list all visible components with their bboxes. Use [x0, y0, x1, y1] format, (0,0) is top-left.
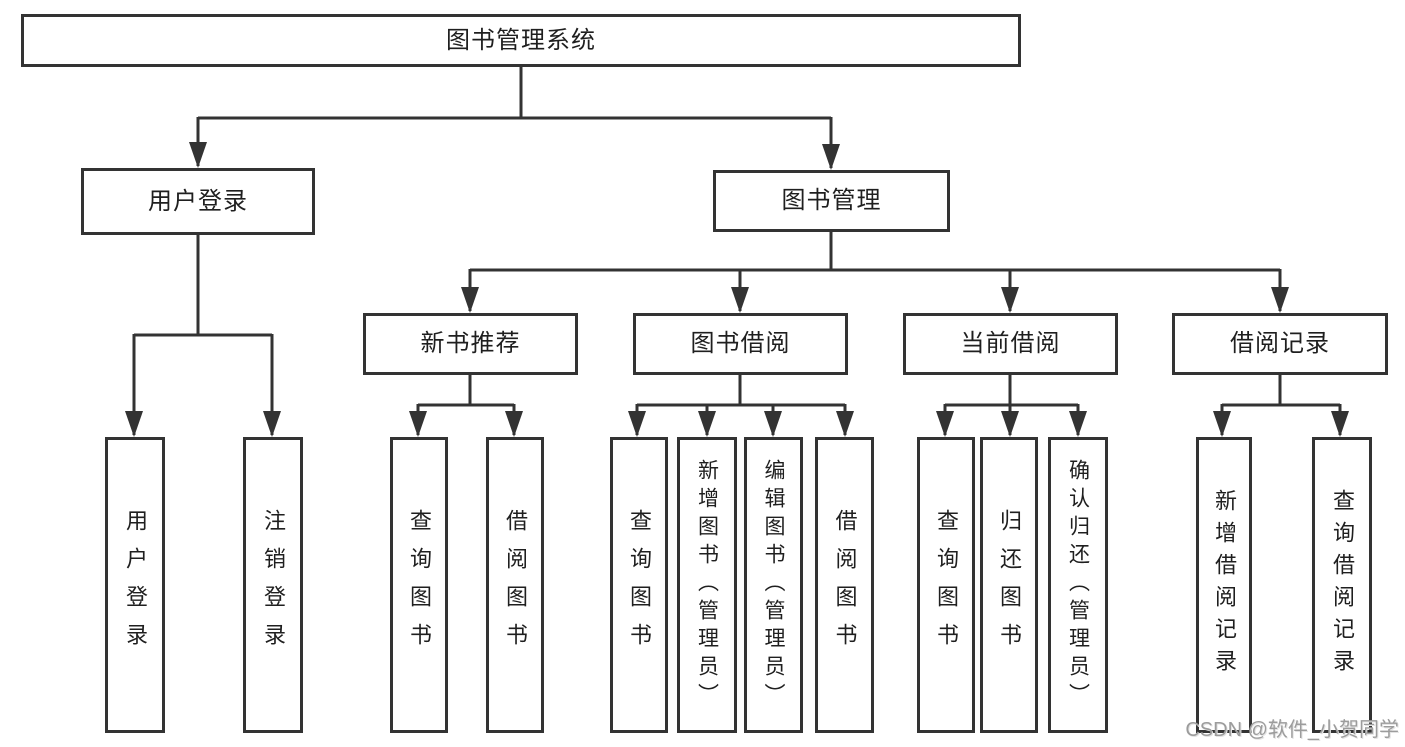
leaf-query-books-recommend: 查询图书	[390, 437, 448, 733]
node-label: 查询图书	[627, 509, 652, 661]
node-user-login: 用户登录	[81, 168, 315, 235]
connector-user-login	[125, 234, 281, 437]
node-label: 编辑图书（管理员）	[762, 459, 785, 711]
node-label: 图书管理系统	[446, 26, 596, 54]
node-label: 当前借阅	[960, 330, 1061, 357]
connector-book-management	[461, 231, 1289, 313]
leaf-add-books-admin: 新增图书（管理员）	[677, 437, 737, 733]
node-new-book-recommend: 新书推荐	[363, 313, 578, 375]
node-label: 确认归还（管理员）	[1066, 459, 1090, 711]
node-label: 用户登录	[123, 509, 148, 661]
node-label: 图书借阅	[690, 330, 791, 357]
leaf-query-borrow-record: 查询借阅记录	[1312, 437, 1372, 733]
node-current-borrow: 当前借阅	[903, 313, 1118, 375]
leaf-query-books-borrow: 查询图书	[610, 437, 668, 733]
connector-borrow-records	[1213, 374, 1349, 437]
node-library-system: 图书管理系统	[21, 14, 1021, 67]
node-label: 新书推荐	[420, 330, 521, 357]
node-label: 借阅图书	[832, 509, 858, 661]
node-label: 查询借阅记录	[1330, 489, 1355, 681]
leaf-edit-books-admin: 编辑图书（管理员）	[744, 437, 803, 733]
node-book-management: 图书管理	[713, 170, 950, 232]
leaf-user-login: 用户登录	[105, 437, 165, 733]
node-borrow-records: 借阅记录	[1172, 313, 1388, 375]
node-label: 用户登录	[148, 187, 248, 215]
leaf-logout: 注销登录	[243, 437, 303, 733]
node-book-borrow: 图书借阅	[633, 313, 848, 375]
node-label: 图书管理	[781, 187, 882, 214]
node-label: 查询图书	[407, 509, 432, 661]
node-label: 借阅图书	[503, 509, 528, 661]
node-label: 归还图书	[997, 509, 1022, 661]
leaf-query-books-current: 查询图书	[917, 437, 975, 733]
leaf-return-books: 归还图书	[980, 437, 1038, 733]
connector-root	[189, 66, 840, 170]
leaf-confirm-return-admin: 确认归还（管理员）	[1048, 437, 1108, 733]
leaf-borrow-books-recommend: 借阅图书	[486, 437, 544, 733]
node-label: 新增图书（管理员）	[695, 459, 719, 711]
csdn-watermark: CSDN @软件_小贺同学	[1185, 719, 1399, 741]
node-label: 借阅记录	[1230, 330, 1330, 357]
node-label: 查询图书	[934, 509, 959, 661]
leaf-add-borrow-record: 新增借阅记录	[1196, 437, 1252, 733]
connector-current-borrow	[936, 374, 1087, 437]
leaf-borrow-books: 借阅图书	[815, 437, 874, 733]
node-label: 新增借阅记录	[1212, 489, 1237, 681]
connector-book-borrow	[628, 374, 854, 437]
connector-new-book-recommend	[409, 374, 523, 437]
node-label: 注销登录	[261, 509, 286, 661]
